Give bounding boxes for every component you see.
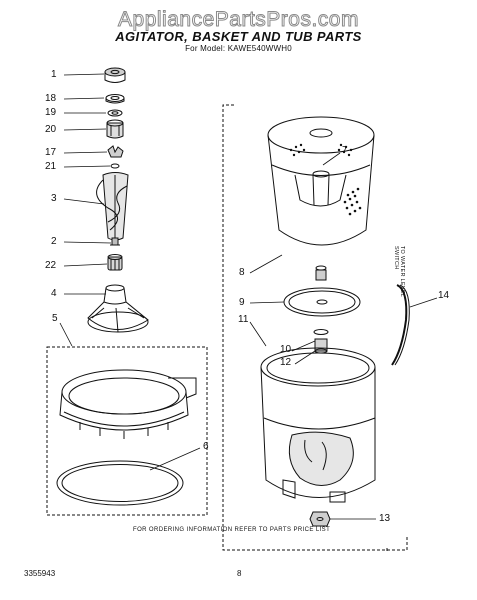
- callout-4: 4: [51, 288, 57, 299]
- ordering-note: FOR ORDERING INFORMATION REFER TO PARTS …: [133, 527, 331, 533]
- agitator-bolt: [110, 237, 120, 246]
- tub-drain-nut: [309, 511, 331, 527]
- agitator-cam: [106, 119, 124, 139]
- agitator-ring: [107, 109, 123, 117]
- callout-6: 6: [203, 441, 209, 452]
- tub-gasket: [56, 460, 184, 506]
- agitator-base-skirt: [87, 284, 149, 333]
- callout-5: 5: [52, 313, 58, 324]
- basket-seal-ring: [283, 287, 361, 317]
- model-line: For Model: KAWE540WWH0: [185, 44, 292, 53]
- callout-11: 11: [238, 314, 249, 325]
- basket-drive-hub: [315, 265, 327, 281]
- callout-17: 17: [45, 147, 57, 158]
- callout-1: 1: [51, 69, 57, 80]
- callout-7: 7: [342, 145, 348, 156]
- water-level-hose: [391, 284, 410, 366]
- basket-holes: [289, 143, 362, 216]
- agitator-barrel: [96, 172, 129, 241]
- callout-9: 9: [239, 297, 245, 308]
- callout-20: 20: [45, 124, 57, 135]
- water-level-switch-note: TO WATER LEVEL SWITCH: [393, 246, 405, 297]
- agitator-coupling: [107, 254, 123, 271]
- callout-8: 8: [239, 267, 245, 278]
- callout-10: 10: [280, 344, 292, 355]
- callout-21: 21: [45, 161, 57, 172]
- page-number: 8: [237, 569, 242, 578]
- document-number: 3355943: [24, 569, 56, 578]
- agitator-small-clip: [110, 163, 120, 169]
- callout-13: 13: [379, 513, 391, 524]
- callout-3: 3: [51, 193, 57, 204]
- spin-basket: [267, 116, 375, 246]
- leader-lines: [59, 73, 438, 520]
- tub-hub-parts: [313, 329, 329, 354]
- callout-14: 14: [438, 290, 450, 301]
- callout-19: 19: [45, 107, 57, 118]
- tub-ring-frame: [46, 346, 208, 516]
- agitator-cap: [104, 67, 126, 83]
- agitator-dogs: [107, 145, 124, 158]
- callout-18: 18: [45, 93, 57, 104]
- callout-12: 12: [280, 357, 292, 368]
- callout-22: 22: [45, 260, 57, 271]
- basket-tub-frame: [222, 104, 408, 552]
- tub-ring: [59, 369, 197, 439]
- callout-2: 2: [51, 236, 57, 247]
- watermark: AppliancePartsPros.com: [118, 8, 359, 32]
- diagram-title: AGITATOR, BASKET AND TUB PARTS: [115, 29, 362, 44]
- outer-tub: [260, 347, 376, 503]
- agitator-seal: [105, 94, 125, 104]
